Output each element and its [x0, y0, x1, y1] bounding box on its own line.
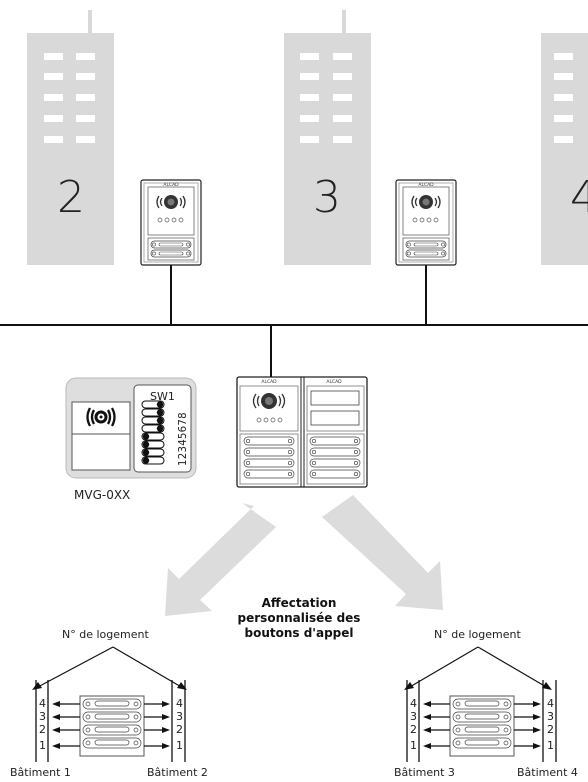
brand-logo: ALCAD: [163, 182, 179, 188]
apartment-number: 3: [176, 710, 183, 723]
apartment-number: 4: [410, 697, 417, 710]
apartment-number: 2: [547, 723, 554, 736]
apartment-number: 4: [39, 697, 46, 710]
right-assignment-diagram: [404, 646, 557, 762]
building-4: [541, 33, 588, 265]
apartment-number-header: N° de logement: [434, 628, 521, 641]
building-number: 3: [313, 172, 341, 223]
sw-label: SW1: [150, 390, 175, 403]
main-entrance-panel: [236, 376, 368, 488]
brand-logo: ALCAD: [418, 182, 434, 188]
apartment-number: 3: [39, 710, 46, 723]
apartment-number: 4: [176, 697, 183, 710]
title-line: Affectation: [261, 596, 337, 610]
entrance-panel-building-3: [395, 179, 457, 266]
building-number: 2: [57, 172, 85, 223]
building-label: Bâtiment 3: [394, 766, 455, 779]
building-3: [284, 10, 371, 265]
title-line: personnalisée des: [237, 611, 361, 625]
apartment-number: 2: [176, 723, 183, 736]
brand-logo: ALCAD: [261, 379, 277, 385]
apartment-number: 1: [176, 739, 183, 752]
apartment-number: 2: [39, 723, 46, 736]
switch-numbers: 12345678: [178, 412, 189, 466]
apartment-number: 1: [547, 739, 554, 752]
building-label: Bâtiment 4: [517, 766, 578, 779]
apartment-number: 4: [547, 697, 554, 710]
apartment-number: 3: [410, 710, 417, 723]
apartment-number: 3: [547, 710, 554, 723]
apartment-number-header: N° de logement: [62, 628, 149, 641]
entrance-panel-building-2: [140, 179, 202, 266]
bus-line: [0, 264, 588, 378]
building-label: Bâtiment 2: [147, 766, 208, 779]
right-assignment-arrow: [322, 495, 443, 610]
building-number: 4: [570, 172, 588, 223]
building-label: Bâtiment 1: [10, 766, 71, 779]
left-assignment-diagram: [32, 646, 187, 762]
apartment-number: 1: [410, 739, 417, 752]
title-line: boutons d'appel: [244, 626, 354, 640]
diagram-title: Affectation personnalisée des boutons d'…: [214, 596, 384, 641]
apartment-number: 2: [410, 723, 417, 736]
mvg-module: SW1 12345678: [65, 377, 197, 479]
module-model-label: MVG-0XX: [74, 488, 131, 502]
left-assignment-arrow: [165, 503, 276, 616]
brand-logo: ALCAD: [326, 379, 342, 385]
building-2: [27, 10, 114, 265]
apartment-number: 1: [39, 739, 46, 752]
